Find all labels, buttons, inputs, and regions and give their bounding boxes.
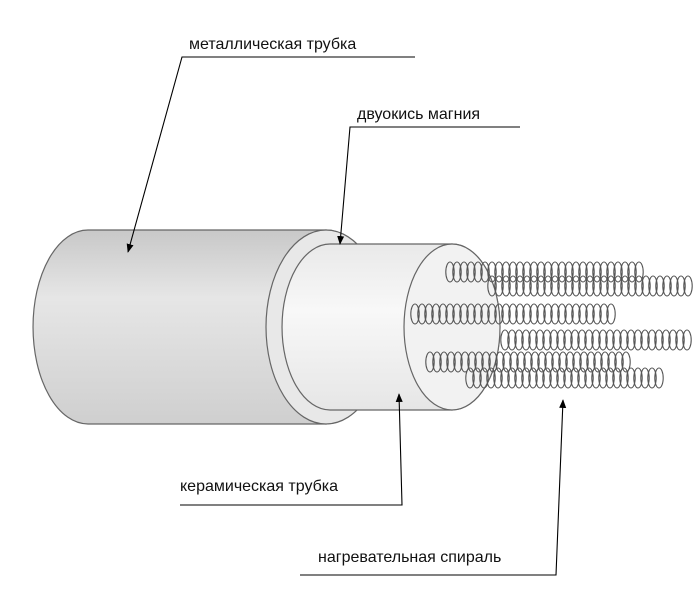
heating-spiral-4 [500, 329, 692, 351]
heating-spiral-3 [410, 303, 616, 325]
label-metal-tube: металлическая трубка [189, 36, 357, 53]
leader-magnesium-oxide [337, 126, 520, 245]
label-magnesium-oxide: двуокись магния [357, 106, 481, 123]
leader-ceramic-tube [180, 393, 403, 506]
leader-heating-spiral [300, 399, 567, 576]
label-heating-spiral: нагревательная спираль [318, 549, 502, 566]
heating-spiral-6 [465, 367, 664, 389]
leader-metal-tube [126, 56, 415, 253]
heating-spiral-5 [425, 351, 631, 373]
heating-spiral-1 [445, 261, 644, 283]
label-ceramic-tube: керамическая трубка [180, 478, 339, 495]
heating-spiral-2 [487, 275, 693, 297]
leader-lines [126, 56, 567, 576]
heating-spirals [410, 261, 693, 389]
